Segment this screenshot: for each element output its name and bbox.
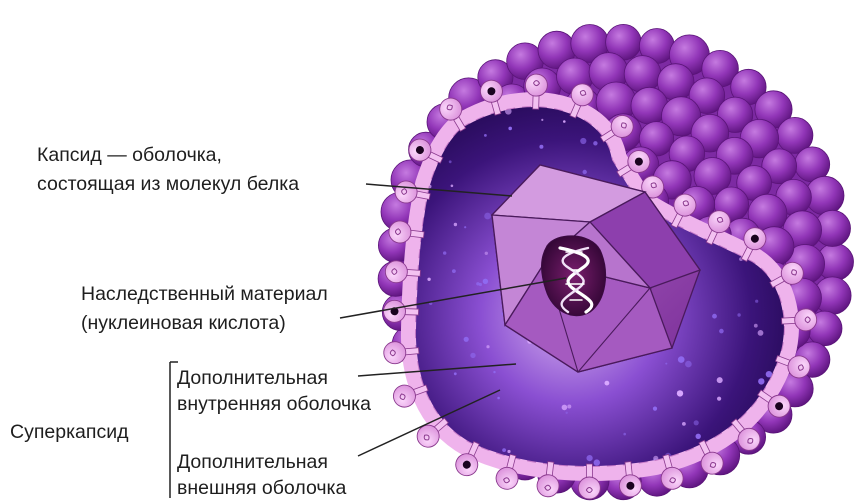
- capsid-label: Капсид — оболочка, состоящая из молекул …: [37, 143, 299, 196]
- interior-particle: [694, 420, 699, 425]
- interior-particle: [562, 405, 568, 411]
- interior-particle: [717, 377, 723, 383]
- interior-particle: [760, 451, 762, 453]
- interior-particle: [508, 127, 512, 131]
- interior-particle: [685, 361, 692, 368]
- interior-particle: [563, 120, 566, 123]
- capsid-label-line1: Капсид — оболочка,: [37, 143, 299, 167]
- interior-particle: [484, 213, 491, 220]
- interior-particle: [696, 434, 701, 439]
- interior-particle: [737, 313, 740, 316]
- outer-label-line2: внешняя оболочка: [177, 476, 346, 500]
- genetic-material-label: Наследственный материал (нуклеиновая кис…: [81, 282, 328, 335]
- interior-particle: [566, 412, 568, 414]
- interior-particle: [682, 422, 686, 426]
- interior-particle: [464, 337, 469, 342]
- interior-particle: [476, 282, 479, 285]
- interior-particle: [484, 134, 487, 137]
- interior-particle: [497, 397, 500, 400]
- interior-particle: [507, 450, 510, 453]
- interior-particle: [605, 381, 610, 386]
- interior-particle: [623, 433, 626, 436]
- interior-particle: [567, 405, 571, 409]
- capsid-label-line2: состоящая из молекул белка: [37, 172, 299, 196]
- supercapsid-label: Суперкапсид: [10, 420, 128, 444]
- interior-particle: [580, 138, 586, 144]
- interior-particle: [541, 119, 543, 121]
- interior-particle: [678, 356, 685, 363]
- inner-label-line1: Дополнительная: [177, 366, 371, 390]
- interior-particle: [464, 226, 466, 228]
- interior-particle: [758, 330, 764, 336]
- outer-envelope-label: Дополнительная внешняя оболочка: [177, 450, 346, 500]
- interior-particle: [719, 329, 724, 334]
- interior-particle: [449, 160, 452, 163]
- interior-particle: [712, 314, 717, 319]
- interior-particle: [653, 407, 657, 411]
- interior-particle: [677, 390, 683, 396]
- interior-particle: [427, 278, 430, 281]
- interior-particle: [483, 279, 488, 284]
- interior-particle: [717, 397, 721, 401]
- interior-particle: [452, 269, 456, 273]
- interior-particle: [486, 345, 489, 348]
- interior-particle: [443, 251, 446, 254]
- interior-particle: [451, 185, 454, 188]
- interior-particle: [426, 453, 430, 457]
- interior-particle: [758, 378, 764, 384]
- interior-particle: [485, 252, 488, 255]
- inner-envelope-label: Дополнительная внутренняя оболочка: [177, 366, 371, 416]
- interior-particle: [665, 363, 667, 365]
- interior-particle: [502, 448, 506, 452]
- interior-particle: [755, 300, 758, 303]
- genetic-label-line2: (нуклеиновая кислота): [81, 311, 328, 335]
- interior-particle: [539, 145, 543, 149]
- inner-label-line2: внутренняя оболочка: [177, 392, 371, 416]
- interior-particle: [493, 371, 495, 373]
- interior-particle: [583, 170, 587, 174]
- interior-particle: [593, 141, 597, 145]
- genetic-label-line1: Наследственный материал: [81, 282, 328, 306]
- interior-particle: [587, 455, 593, 461]
- interior-particle: [470, 353, 475, 358]
- interior-particle: [454, 223, 457, 226]
- outer-label-line1: Дополнительная: [177, 450, 346, 474]
- interior-particle: [454, 372, 457, 375]
- interior-particle: [754, 324, 758, 328]
- interior-particle: [594, 459, 600, 465]
